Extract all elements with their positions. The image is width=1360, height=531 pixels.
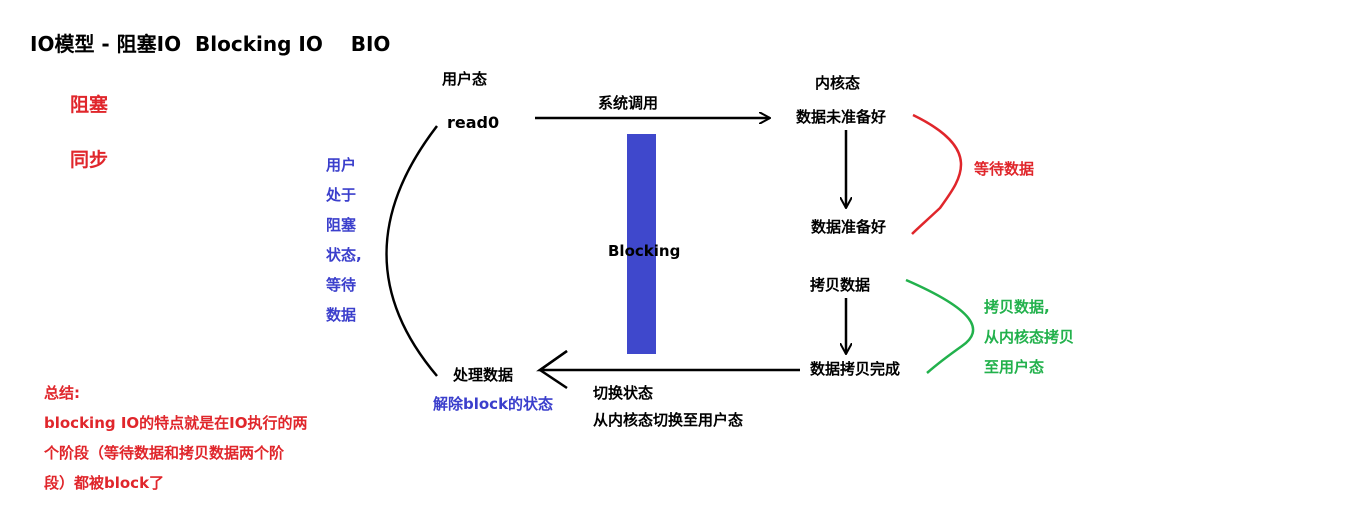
switch-state-label: 切换状态 — [593, 384, 654, 402]
return-arrow-head — [537, 349, 568, 390]
user-blocked-line: 阻塞 — [326, 216, 357, 234]
syscall-label: 系统调用 — [598, 94, 659, 112]
user-blocked-line: 等待 — [326, 276, 357, 294]
copy-note-line: 至用户态 — [984, 358, 1045, 376]
summary-heading: 总结: — [44, 384, 80, 402]
summary-line: blocking IO的特点就是在IO执行的两 — [44, 414, 308, 432]
copy-data-bracket — [905, 278, 975, 374]
data-not-ready-label: 数据未准备好 — [796, 108, 887, 126]
user-blocked-line: 数据 — [326, 306, 357, 324]
copy-data-note: 拷贝数据, 从内核态拷贝 至用户态 — [984, 292, 1074, 382]
wait-data-bracket — [911, 113, 963, 235]
user-blocked-curve — [385, 125, 438, 377]
switch-detail-label: 从内核态切换至用户态 — [593, 411, 744, 429]
user-blocked-line: 用户 — [326, 156, 357, 174]
user-blocked-line: 状态, — [326, 246, 362, 264]
data-ready-label: 数据准备好 — [811, 218, 887, 236]
return-arrow — [536, 349, 800, 372]
copy-data-label: 拷贝数据 — [810, 276, 871, 294]
user-blocked-line: 处于 — [326, 186, 357, 204]
copy-note-line: 从内核态拷贝 — [984, 328, 1075, 346]
blocking-bar — [627, 134, 656, 354]
user-mode-label: 用户态 — [442, 70, 488, 88]
unblock-label: 解除block的状态 — [433, 395, 554, 413]
page-title: IO模型 - 阻塞IO Blocking IO BIO — [30, 32, 391, 56]
user-blocked-note: 用户 处于 阻塞 状态, 等待 数据 — [326, 150, 362, 330]
kernel-mode-label: 内核态 — [815, 74, 861, 92]
copy-note-line: 拷贝数据, — [984, 298, 1050, 316]
read-call-label: read0 — [447, 113, 500, 132]
blocking-bar-label: Blocking — [608, 242, 681, 260]
summary-block: 总结: blocking IO的特点就是在IO执行的两 个阶段（等待数据和拷贝数… — [44, 378, 308, 498]
wait-data-label: 等待数据 — [974, 160, 1035, 178]
summary-line: 个阶段（等待数据和拷贝数据两个阶 — [44, 444, 285, 462]
process-data-label: 处理数据 — [453, 366, 514, 384]
summary-line: 段）都被block了 — [44, 474, 165, 492]
sync-keyword: 同步 — [70, 149, 109, 171]
copy-done-label: 数据拷贝完成 — [810, 360, 901, 378]
blocking-keyword: 阻塞 — [70, 94, 109, 116]
